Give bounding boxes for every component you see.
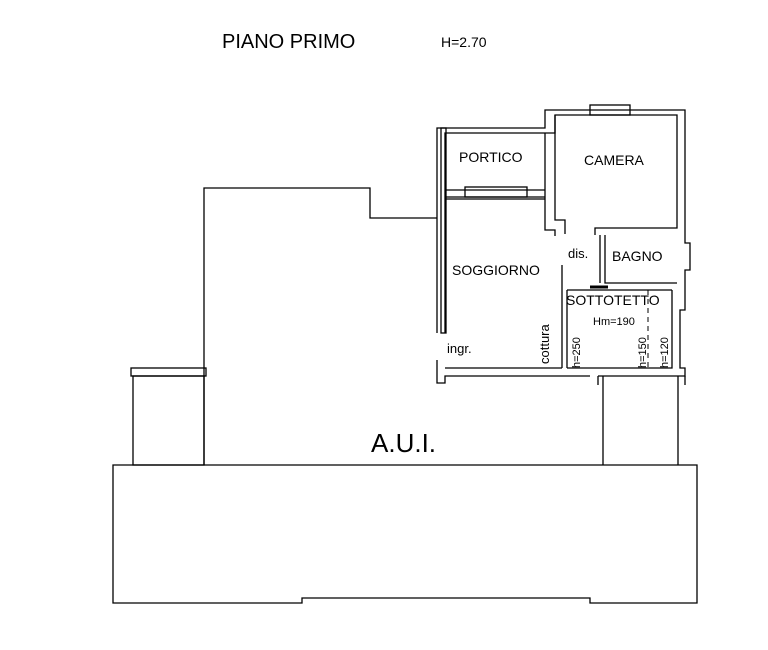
room-ingresso: ingr. xyxy=(447,341,472,356)
height-120: h=120 xyxy=(659,337,671,368)
plan-title: PIANO PRIMO xyxy=(222,31,355,53)
room-soggiorno: SOGGIORNO xyxy=(452,262,540,278)
left-column-cap xyxy=(130,367,207,377)
room-camera: CAMERA xyxy=(584,152,645,168)
left-column xyxy=(132,375,205,466)
right-column xyxy=(597,376,686,465)
height-150: h=150 xyxy=(637,337,649,368)
sottotetto-mean-height: Hm=190 xyxy=(593,316,635,328)
room-bagno: BAGNO xyxy=(612,248,663,264)
room-cottura: cottura xyxy=(537,323,552,364)
height-250: h=250 xyxy=(571,337,583,368)
apartment-walls xyxy=(436,104,691,384)
area-aui: A.U.I. xyxy=(371,428,436,458)
room-dis: dis. xyxy=(568,246,588,261)
room-sottotetto: SOTTOTETTO xyxy=(566,292,660,308)
room-portico: PORTICO xyxy=(459,149,523,165)
aui-outline xyxy=(112,187,698,604)
height-note: H=2.70 xyxy=(441,34,487,50)
